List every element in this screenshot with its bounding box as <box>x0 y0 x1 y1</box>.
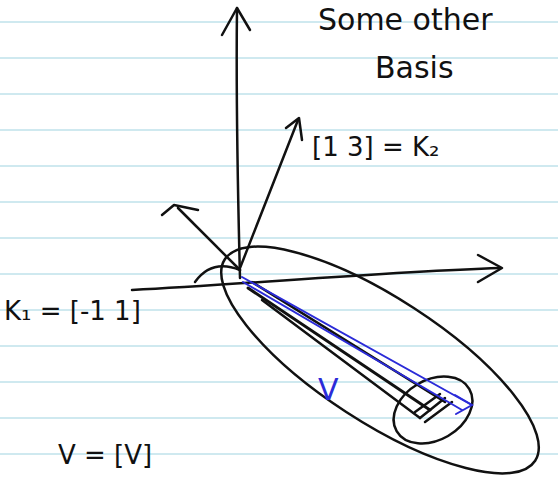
note-heading: Basis <box>375 50 454 85</box>
note-heading: Some other <box>318 2 493 37</box>
vector-definition: V = [V] <box>58 440 152 470</box>
basis-vector-label: [1 3] = K₂ <box>312 132 439 162</box>
vector-label: V <box>318 372 339 407</box>
basis-vector-label: K₁ = [-1 1] <box>4 296 141 326</box>
